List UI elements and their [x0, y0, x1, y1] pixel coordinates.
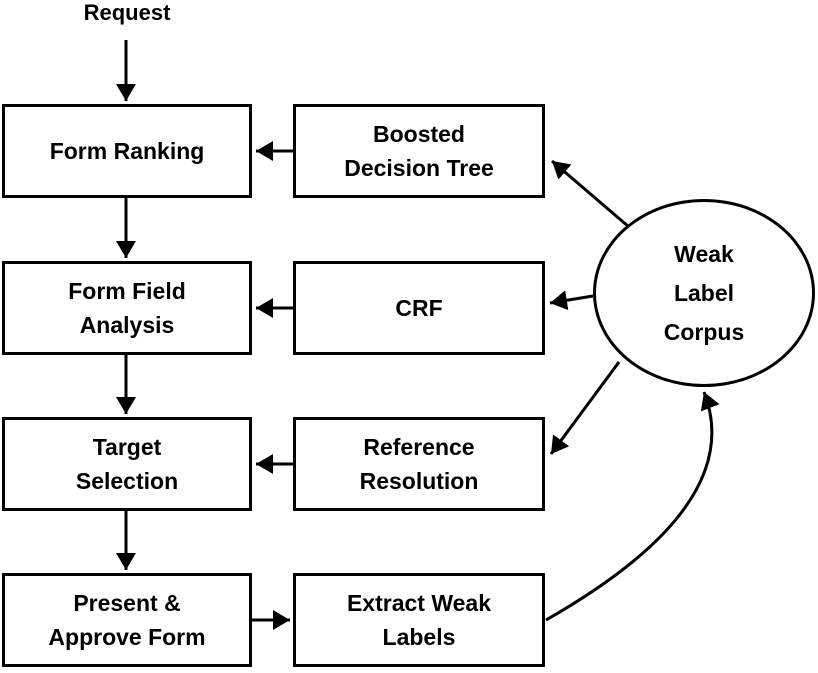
arrow-weak-label-corpus-to-boosted-decision-tree	[551, 159, 630, 229]
node-reference-resolution: Reference Resolution	[293, 417, 545, 511]
arrow-extract-weak-labels-to-weak-label-corpus	[545, 391, 720, 622]
node-form-field-analysis: Form Field Analysis	[2, 261, 252, 355]
arrow-weak-label-corpus-to-crf	[549, 290, 594, 311]
arrow-weak-label-corpus-to-reference-resolution	[549, 361, 621, 455]
node-crf: CRF	[293, 261, 545, 355]
node-extract-weak-labels: Extract Weak Labels	[293, 573, 545, 667]
node-weak-label-corpus: Weak Label Corpus	[593, 199, 815, 387]
start-label-request: Request	[83, 0, 171, 25]
node-form-ranking: Form Ranking	[2, 104, 252, 198]
node-boosted-decision-tree: Boosted Decision Tree	[293, 104, 545, 198]
node-present-approve-form: Present & Approve Form	[2, 573, 252, 667]
node-target-selection: Target Selection	[2, 417, 252, 511]
